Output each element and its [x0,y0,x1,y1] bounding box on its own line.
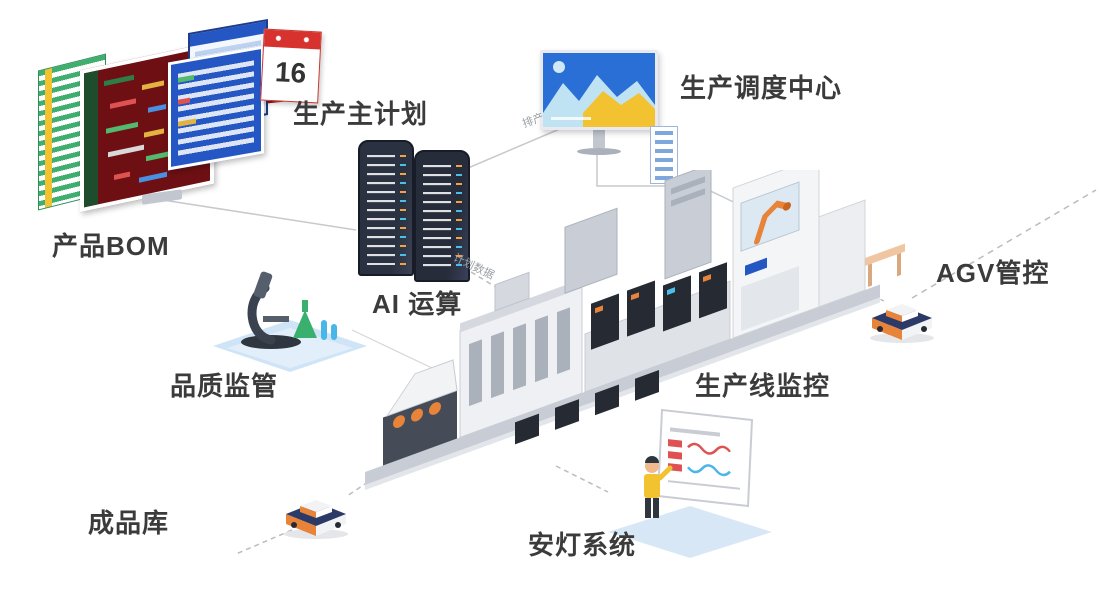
server-tower-right [414,150,470,282]
dispatch-side-panel [650,126,678,184]
line-line-to-andon-dashed [555,465,609,493]
dispatch-screen [540,50,658,130]
label-quality: 品质监管 [170,371,279,401]
agv-robot-warehouse [276,476,356,540]
dispatch-monitor [540,50,658,155]
calendar-icon: 16 [260,28,322,104]
agv-icon [284,500,348,539]
front-modules [515,369,659,445]
label-dispatch-center: 生产调度中心 [680,73,843,103]
line-warehouse-agv-out-dashed [235,529,293,555]
quality-station [205,238,375,378]
label-finished-goods: 成品库 [88,508,170,538]
label-ai-computing: AI 运算 [372,289,463,319]
calendar-day: 16 [274,56,308,89]
hvac-cabinet [564,207,618,294]
production-line [355,170,915,500]
server-lights [400,155,406,265]
andon-board [656,408,754,508]
oven-section [459,271,583,439]
monitor-stand [593,130,605,148]
andon-illustration [608,408,772,558]
label-product-bom: 产品BOM [52,231,170,261]
person-icon [644,456,673,518]
andon-station [600,408,780,558]
outfeed-conveyor [383,359,458,466]
annex-module [818,199,866,308]
line-base-platform [365,284,880,485]
line-bom-to-servers [149,197,357,231]
label-agv-control: AGV管控 [936,258,1050,288]
mountain-chart-icon [543,61,655,127]
work-table [865,243,905,287]
microscope-icon [213,271,367,372]
label-master-plan: 生产主计划 [293,99,429,129]
server-tower-left [358,140,414,276]
line-servers-to-monitor [467,127,563,169]
server-slots [367,155,395,265]
server-slots [423,165,451,271]
server-lights [456,165,462,271]
conveyor-machines [584,262,731,393]
line-quality-to-line [351,329,433,369]
production-line-illustration [365,170,905,490]
robot-cabin [732,170,820,339]
robot-arm-icon [754,200,790,245]
label-andon: 安灯系统 [528,530,637,560]
agv-icon [870,304,934,343]
label-line-monitor: 生产线监控 [695,371,831,401]
line-monitor-to-productionline [596,152,747,209]
list-screen-front [168,45,264,171]
line-agv-out-dashed [911,189,1097,299]
monitor-base [577,148,621,155]
list-screen-rows [178,60,254,158]
agv-robot-right [862,280,942,344]
